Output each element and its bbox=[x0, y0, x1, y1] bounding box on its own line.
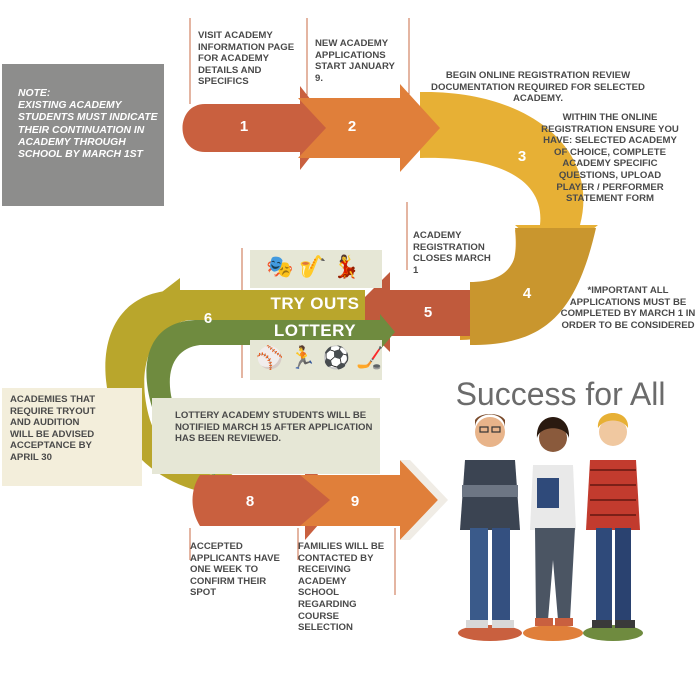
note-box bbox=[2, 64, 164, 206]
saxophone-icon: 🎷 bbox=[299, 254, 327, 279]
step-7-panel bbox=[2, 388, 142, 486]
step-2-text: NEW ACADEMY APPLICATIONS START JANUARY 9… bbox=[315, 38, 395, 84]
tryouts-label: TRY OUTS bbox=[270, 294, 360, 313]
arrow-step-9 bbox=[300, 460, 438, 540]
step-5-text: ACADEMY REGISTRATION CLOSES MARCH 1 bbox=[413, 230, 491, 276]
arrow-step-1 bbox=[182, 86, 333, 170]
sports-icon-row: ⚾ 🏃 ⚽ 🏒 bbox=[256, 345, 384, 371]
note-text: NOTE: EXISTING ACADEMY STUDENTS MUST IND… bbox=[18, 88, 158, 161]
step-3-subtext: WITHIN THE ONLINE REGISTRATION ENSURE YO… bbox=[541, 112, 679, 205]
step-1-text: VISIT ACADEMY INFORMATION PAGE FOR ACADE… bbox=[198, 30, 295, 88]
step-4-number: 4 bbox=[522, 285, 532, 302]
step-3-text: BEGIN ONLINE REGISTRATION REVIEW DOCUMEN… bbox=[431, 70, 645, 105]
dancer-icon: 💃 bbox=[332, 254, 361, 279]
step-8-number: 8 bbox=[245, 493, 255, 510]
arrow-step-2 bbox=[298, 84, 440, 172]
arrow-step-6-head bbox=[145, 278, 180, 332]
students-illustration bbox=[458, 413, 643, 641]
lottery-note-text: LOTTERY ACADEMY STUDENTS WILL BE NOTIFIE… bbox=[175, 410, 373, 445]
lottery-note-panel bbox=[152, 398, 380, 474]
step-9-text: FAMILIES WILL BE CONTACTED BY RECEIVING … bbox=[298, 541, 385, 634]
step-2-number: 2 bbox=[347, 118, 357, 135]
soccer-icon: ⚽ bbox=[322, 345, 351, 370]
arts-icon-row: 🎭 🎷 💃 bbox=[266, 254, 360, 280]
curve-step-4b bbox=[470, 228, 596, 345]
step-1-number: 1 bbox=[239, 118, 249, 135]
step-6-number: 6 bbox=[203, 310, 213, 327]
step-9-number: 9 bbox=[350, 493, 360, 510]
headline: Success for All bbox=[455, 376, 666, 412]
baseball-icon: ⚾ bbox=[256, 345, 284, 370]
arrow-lottery-head bbox=[380, 314, 395, 350]
sports-icon-panel bbox=[250, 340, 382, 380]
step-5-number: 5 bbox=[423, 304, 433, 321]
curve-lottery bbox=[146, 320, 380, 475]
theater-masks-icon: 🎭 bbox=[266, 254, 294, 279]
hockey-icon: 🏒 bbox=[356, 345, 384, 370]
arts-icon-panel bbox=[250, 250, 382, 288]
step-7-text: ACADEMIES THAT REQUIRE TRYOUT AND AUDITI… bbox=[10, 394, 96, 463]
arrow-step-9-shadow bbox=[400, 460, 448, 540]
runner-icon: 🏃 bbox=[289, 345, 317, 370]
arrow-step-8 bbox=[192, 460, 340, 540]
curve-step-3 bbox=[420, 91, 598, 260]
lottery-label: LOTTERY bbox=[273, 321, 357, 340]
step-4-text: *IMPORTANT ALL APPLICATIONS MUST BE COMP… bbox=[560, 285, 696, 331]
step-8-text: ACCEPTED APPLICANTS HAVE ONE WEEK TO CON… bbox=[190, 541, 280, 599]
callout-lines bbox=[189, 18, 410, 595]
step-3-number: 3 bbox=[517, 148, 527, 165]
